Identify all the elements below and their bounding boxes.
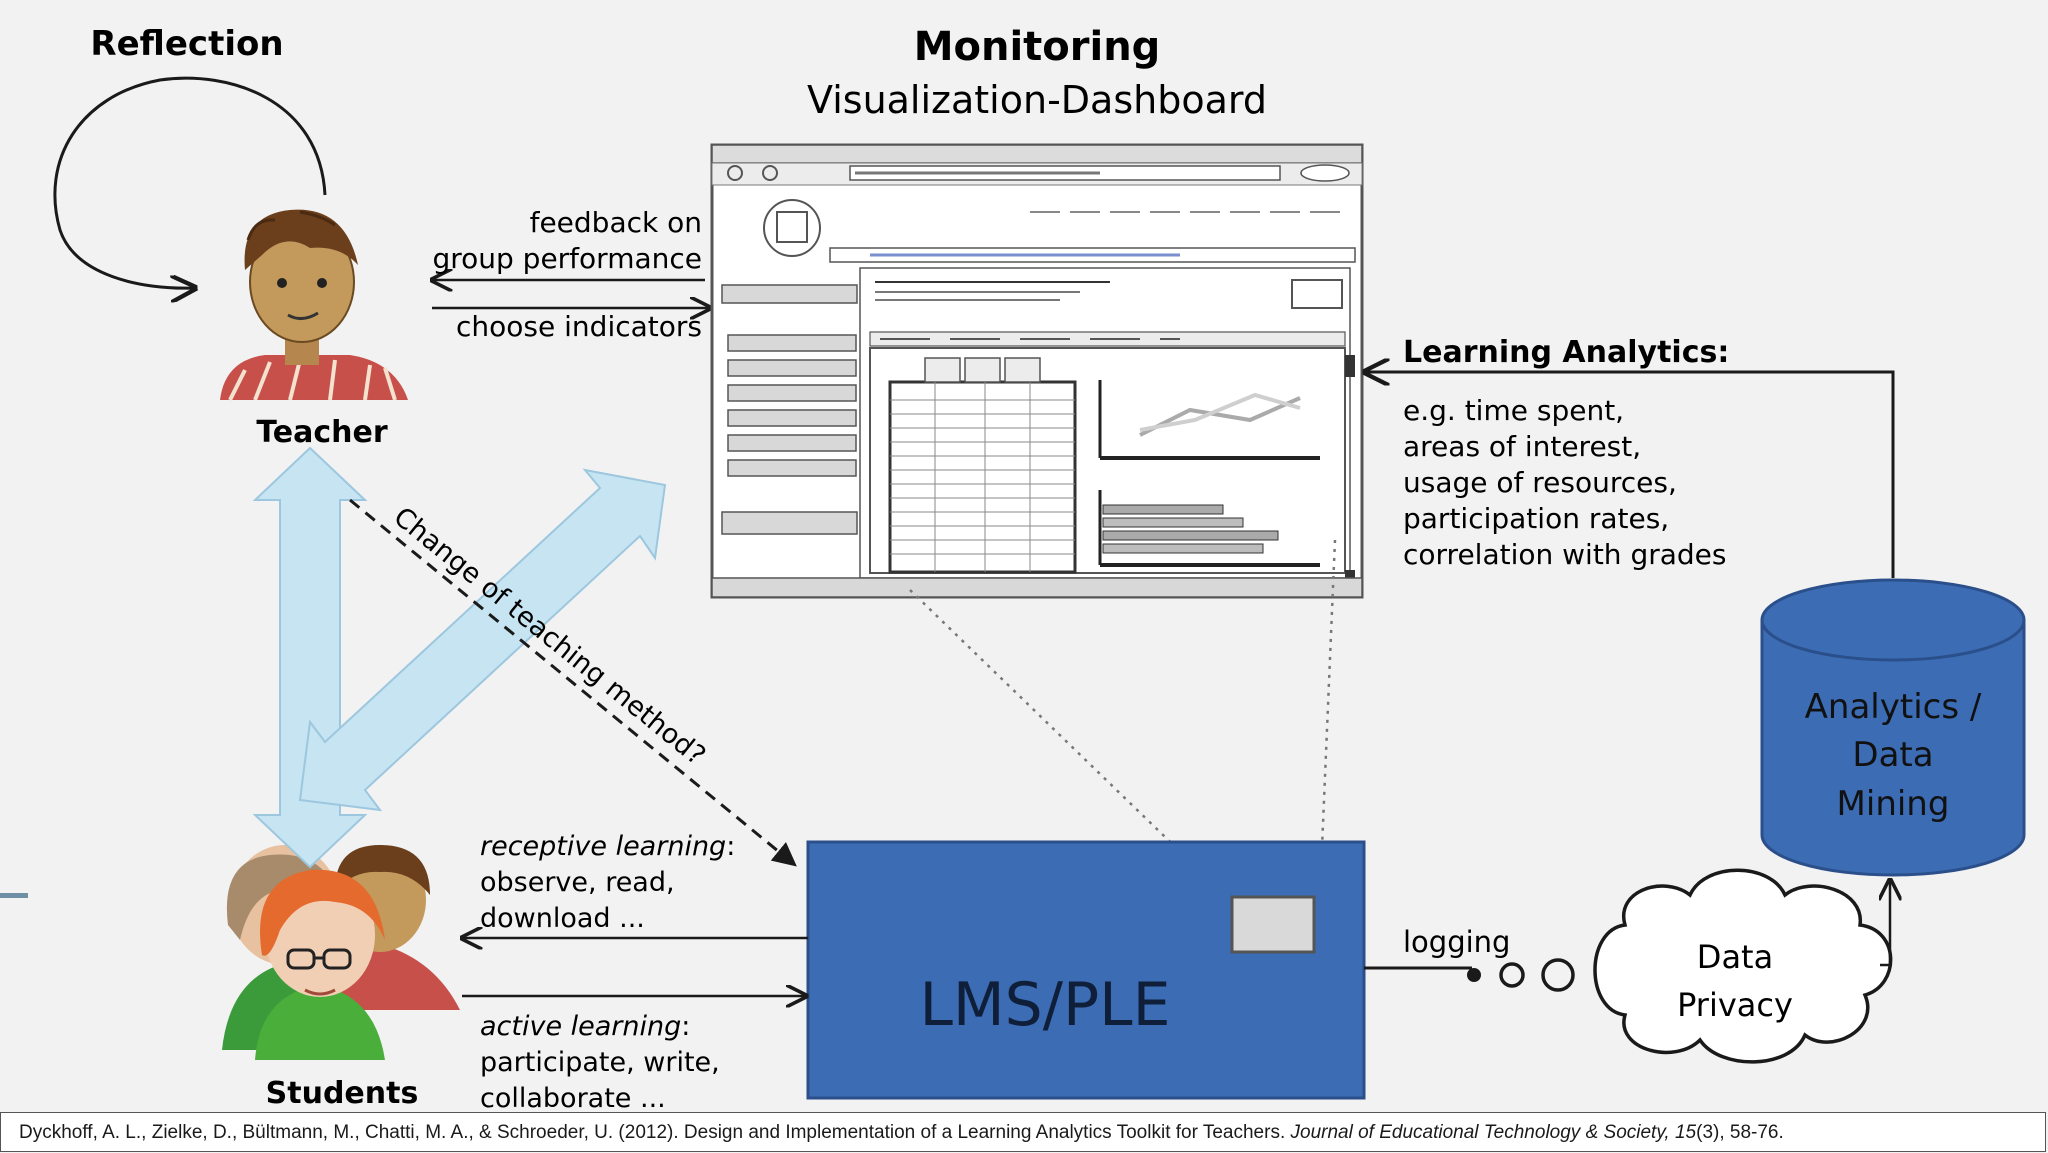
privacy-to-db-arrow	[1880, 880, 1890, 967]
feedback-label-1: feedback on	[530, 206, 702, 239]
change-method-arrow	[349, 498, 797, 867]
learning-analytics-item: correlation with grades	[1403, 538, 1726, 571]
students-figure	[222, 845, 460, 1060]
data-privacy-cloud	[1593, 868, 1893, 1064]
learning-analytics-item: participation rates,	[1403, 502, 1669, 535]
analytics-db-label: Mining	[1837, 784, 1950, 824]
feedback-label-2: group performance	[432, 242, 702, 275]
monitoring-title: Monitoring	[914, 24, 1161, 70]
citation-footer: Dyckhoff, A. L., Zielke, D., Bültmann, M…	[0, 1112, 2046, 1152]
receptive-line-3: download ...	[480, 903, 645, 934]
citation-suffix: (3), 58-76.	[1696, 1122, 1784, 1143]
learning-analytics-item: areas of interest,	[1403, 430, 1641, 463]
active-line-2: participate, write,	[480, 1047, 720, 1078]
reflection-loop-arrow	[53, 76, 327, 288]
analytics-db-label: Analytics /	[1805, 687, 1982, 727]
diagonal-double-arrow	[298, 468, 667, 812]
learning-analytics-item: usage of resources,	[1403, 466, 1677, 499]
dashboard-subtitle: Visualization-Dashboard	[807, 78, 1267, 122]
analytics-db-cylinder	[1760, 620, 2026, 877]
analytics-db-label: Data	[1852, 735, 1933, 775]
active-title: active learning	[480, 1011, 681, 1042]
db-to-dashboard-arrow	[1365, 372, 1895, 578]
students-label: Students	[266, 1076, 419, 1111]
active-line-3: collaborate ...	[480, 1083, 666, 1114]
data-privacy-label: Privacy	[1677, 986, 1793, 1024]
left-edge-tick	[0, 893, 28, 898]
lms-label: LMS/PLE	[919, 970, 1170, 1040]
learning-analytics-item: e.g. time spent,	[1403, 394, 1624, 427]
lms-inner-window	[1230, 895, 1316, 954]
logging-bubble-small	[1467, 968, 1481, 982]
receptive-colon: :	[726, 831, 735, 862]
teacher-label: Teacher	[256, 415, 388, 450]
active-colon: :	[681, 1011, 690, 1042]
reflection-label: Reflection	[90, 24, 283, 64]
receptive-learning-label: receptive learning:	[480, 831, 735, 862]
receptive-line-2: observe, read,	[480, 867, 675, 898]
teacher-figure	[220, 209, 408, 401]
logging-label: logging	[1403, 925, 1510, 959]
logging-bubble-large	[1541, 958, 1575, 992]
citation-journal: Journal of Educational Technology & Soci…	[1290, 1122, 1697, 1143]
lms-box	[806, 840, 1366, 1100]
citation-prefix: Dyckhoff, A. L., Zielke, D., Bültmann, M…	[19, 1122, 1291, 1143]
choose-indicators-label: choose indicators	[456, 310, 702, 343]
logging-bubble-medium	[1499, 962, 1525, 988]
dotted-connector-left	[909, 589, 1226, 896]
dashboard-window	[710, 143, 1364, 599]
active-learning-label: active learning:	[480, 1011, 690, 1042]
receptive-title: receptive learning	[480, 831, 726, 862]
analytics-db-top	[1760, 578, 2026, 662]
learning-analytics-title: Learning Analytics:	[1403, 335, 1729, 370]
data-privacy-label: Data	[1697, 938, 1773, 976]
